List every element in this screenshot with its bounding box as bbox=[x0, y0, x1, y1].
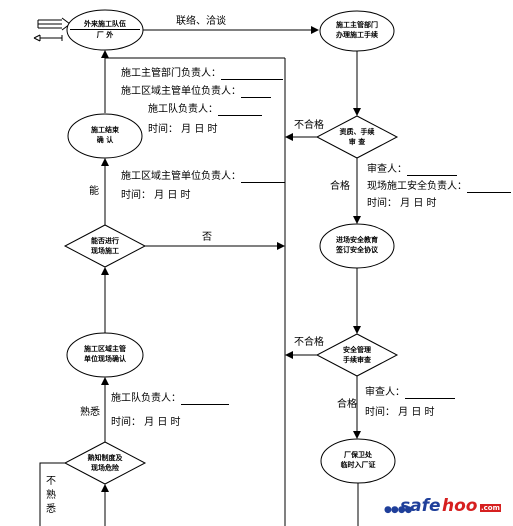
area-confirm-node-line1: 施工区域主管 bbox=[84, 344, 126, 353]
dept-process-node: 施工主管部门 办理施工手续 bbox=[322, 20, 392, 40]
safety-mgmt-node-line2: 手续审查 bbox=[343, 355, 371, 364]
sig-reviewer-1: 审查人： bbox=[367, 164, 457, 176]
not-familiar-line bbox=[39, 462, 65, 526]
work-end-node-line1: 施工结束 bbox=[91, 125, 119, 134]
safety-edu-node: 进场安全教育 签订安全协议 bbox=[322, 235, 392, 255]
qual-review-node-line1: 资质、手续 bbox=[339, 127, 375, 136]
can-proceed-node-line2: 现场施工 bbox=[91, 246, 119, 255]
sig-area-time: 时间： 月 日 时 bbox=[121, 190, 191, 201]
liaison-label: 联络、洽谈 bbox=[176, 16, 226, 27]
sig-dept-lead-label: 施工主管部门负责人： bbox=[121, 68, 221, 79]
safety-edu-node-line1: 进场安全教育 bbox=[336, 235, 378, 244]
familiar-node: 熟知制度及 现场危险 bbox=[75, 453, 135, 473]
safety-mgmt-node-line1: 安全管理 bbox=[343, 345, 371, 354]
watermark-hoo: hoo bbox=[442, 496, 478, 516]
sig-reviewer-1-label: 审查人： bbox=[367, 164, 407, 175]
sig-time-2: 时间： 月 日 时 bbox=[365, 407, 435, 418]
area-confirm-node: 施工区域主管 单位现场确认 bbox=[70, 344, 140, 364]
sig-time-1: 时间： 月 日 时 bbox=[367, 198, 437, 209]
familiar-node-line1: 熟知制度及 bbox=[87, 453, 123, 462]
familiar-node-line2: 现场危险 bbox=[91, 463, 119, 472]
sig-site-safety-label: 现场施工安全负责人： bbox=[367, 181, 467, 192]
sig-reviewer-2: 审查人： bbox=[365, 387, 455, 399]
mgmt-fail-label: 不合格 bbox=[294, 337, 324, 348]
can-proceed-node: 能否进行 现场施工 bbox=[75, 236, 135, 256]
sig-team-lead-label: 施工队负责人： bbox=[111, 393, 181, 404]
sig-area-lead: 施工区域主管单位负责人： bbox=[121, 171, 285, 183]
area-confirm-node-line2: 单位现场确认 bbox=[84, 354, 126, 363]
qual-review-node: 资质、手续 审 查 bbox=[327, 127, 387, 147]
safety-edu-node-line2: 签订安全协议 bbox=[336, 245, 378, 254]
work-end-node-line2: 确 认 bbox=[96, 135, 114, 144]
watermark-safe: safe bbox=[400, 496, 441, 516]
can-proceed-node-line1: 能否进行 bbox=[91, 236, 119, 245]
entry-arrow bbox=[37, 17, 71, 31]
mgmt-pass-label: 合格 bbox=[337, 399, 357, 410]
exit-arrow bbox=[33, 34, 63, 42]
contractor-node-line1: 外来施工队伍 bbox=[70, 19, 140, 30]
sig-team-time: 时间： 月 日 时 bbox=[111, 417, 181, 428]
sig-area-unit-lead-label: 施工区域主管单位负责人： bbox=[121, 86, 241, 97]
watermark-suffix: .com bbox=[480, 504, 501, 512]
dept-process-node-line1: 施工主管部门 bbox=[336, 20, 378, 29]
cannot-label: 否 bbox=[202, 232, 212, 243]
guard-pass-node-line2: 临时入厂证 bbox=[340, 460, 376, 469]
contractor-node: 外来施工队伍 厂 外 bbox=[70, 19, 140, 40]
work-end-node: 施工结束 确 认 bbox=[70, 125, 140, 145]
sig-top-time: 时间： 月 日 时 bbox=[148, 124, 218, 135]
review-fail-label: 不合格 bbox=[294, 120, 324, 131]
dept-process-node-line2: 办理施工手续 bbox=[336, 30, 378, 39]
sig-dept-lead: 施工主管部门负责人： bbox=[121, 68, 283, 80]
safehoo-watermark: ●●●● safe hoo .com bbox=[384, 496, 502, 516]
sig-team-lead-top-label: 施工队负责人： bbox=[148, 104, 218, 115]
sig-area-lead-label: 施工区域主管单位负责人： bbox=[121, 171, 241, 182]
sig-team-lead-top: 施工队负责人： bbox=[148, 104, 262, 116]
guard-pass-node-line1: 厂保卫处 bbox=[344, 450, 372, 459]
sig-site-safety: 现场施工安全负责人： bbox=[367, 181, 511, 193]
not-familiar-label: 不熟悉 bbox=[46, 476, 56, 515]
sig-team-lead: 施工队负责人： bbox=[111, 393, 229, 405]
contractor-node-line2: 厂 外 bbox=[96, 30, 114, 39]
qual-review-node-line2: 审 查 bbox=[348, 137, 366, 146]
guard-pass-node: 厂保卫处 临时入厂证 bbox=[323, 450, 393, 470]
sig-area-unit-lead: 施工区域主管单位负责人： bbox=[121, 86, 271, 98]
watermark-dots: ●●●● bbox=[384, 505, 412, 515]
familiar-label: 熟悉 bbox=[80, 407, 100, 418]
sig-reviewer-2-label: 审查人： bbox=[365, 387, 405, 398]
review-pass-label: 合格 bbox=[330, 181, 350, 192]
safety-mgmt-node: 安全管理 手续审查 bbox=[327, 345, 387, 365]
can-label: 能 bbox=[89, 186, 99, 197]
